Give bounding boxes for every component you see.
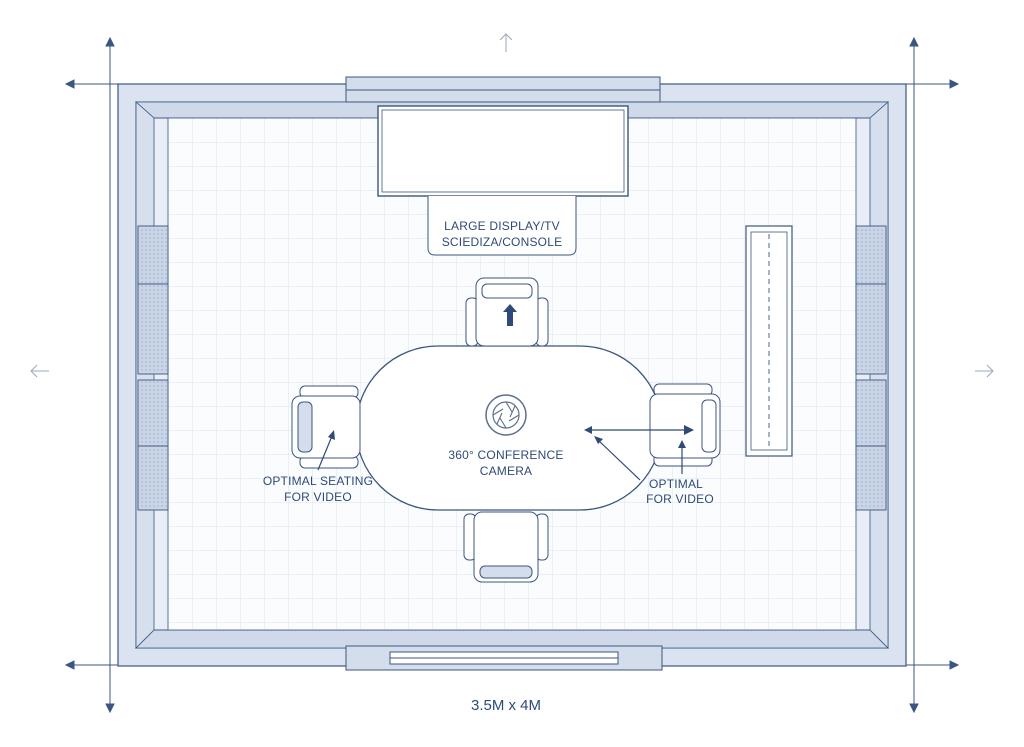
seating-left-label-line1: OPTIMAL SEATING (263, 474, 373, 488)
chair-right (649, 383, 721, 467)
left-windows (137, 225, 169, 511)
chair-left (291, 385, 361, 469)
top-wall-recess (345, 76, 661, 103)
door (345, 645, 663, 671)
direction-arrows (30, 33, 994, 378)
right-windows (855, 225, 887, 511)
display-console-label-box: LARGE DISPLAY/TV SCIEDIZA/CONSOLE (427, 196, 577, 256)
camera-label-line2: CAMERA (480, 464, 533, 478)
annotation-arrows (317, 425, 694, 481)
chair-top (465, 277, 549, 347)
chair-bottom (463, 511, 549, 583)
camera-aperture-icon (485, 394, 527, 436)
camera-label-line1: 360° CONFERENCE (448, 448, 563, 462)
display-label-line2: SCIEDIZA/CONSOLE (442, 235, 563, 249)
credenza (745, 225, 793, 457)
seating-left-label-line2: FOR VIDEO (284, 490, 352, 504)
seating-right-label-line2: FOR VIDEO (646, 492, 714, 506)
large-display (377, 105, 629, 197)
room-dimensions: 3.5M x 4M (471, 697, 541, 714)
display-label-line1: LARGE DISPLAY/TV (444, 219, 560, 233)
seating-right-label-line1: OPTIMAL (649, 477, 703, 491)
